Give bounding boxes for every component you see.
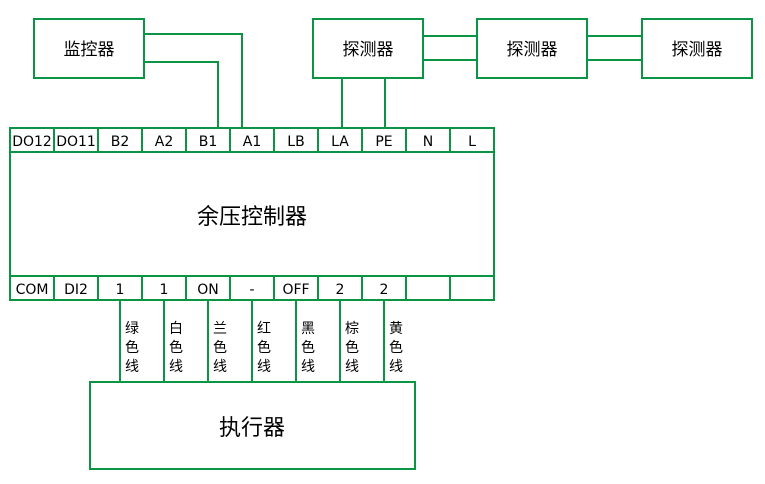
wire-color-text: 白色线 (169, 321, 183, 375)
top-terminal-label: B1 (199, 134, 218, 150)
bottom-terminal-label: 2 (336, 282, 345, 298)
actuator-box (89, 381, 416, 470)
wire-color-text: 兰色线 (213, 321, 227, 375)
wire-color-label: 棕色线 (345, 321, 359, 375)
detector-1-box (312, 18, 424, 79)
wire-color-label: 黄色线 (389, 320, 403, 375)
wire-color-text: 红色线 (257, 321, 271, 375)
detector-3-label: 探测器 (672, 40, 723, 60)
bottom-terminal-label: COM (16, 282, 49, 298)
top-terminal-label: A1 (243, 134, 261, 150)
actuator-device: 执行器 (89, 381, 416, 470)
actuator-wires: 绿色线 白色线 兰色线 红色线 黑色线 棕色线 黄色线 (119, 300, 403, 382)
bottom-terminal-label: 2 (380, 282, 389, 298)
top-terminal-label: B2 (111, 134, 130, 150)
monitor-label: 监控器 (64, 40, 115, 60)
wire-color-label: 黑色线 (301, 321, 315, 375)
top-terminal-label: L (468, 134, 476, 150)
wire-monitor-a1 (144, 33, 243, 128)
bottom-terminal-row: COM DI2 1 1 ON - OFF 2 2 (16, 276, 451, 300)
top-terminal-label: PE (375, 134, 392, 150)
detector-1: 探测器 (312, 18, 424, 79)
bottom-terminal-label: 1 (116, 282, 125, 298)
bottom-terminal-label: DI2 (64, 282, 88, 298)
detector-2-label: 探测器 (507, 40, 558, 60)
wire-monitor-b1 (144, 61, 219, 128)
top-terminal-label: LB (287, 134, 304, 150)
bottom-terminal-label: ON (197, 282, 219, 298)
detector-2-box (476, 18, 588, 79)
controller-label: 余压控制器 (197, 205, 307, 230)
bottom-terminal-label: - (249, 282, 254, 298)
detector-2: 探测器 (476, 18, 588, 79)
bottom-terminal-label: 1 (160, 282, 169, 298)
wire-color-text: 黄色线 (389, 320, 403, 375)
top-terminal-label: DO12 (12, 134, 52, 150)
top-terminal-label: N (423, 134, 433, 150)
wire-color-label: 绿色线 (125, 321, 139, 375)
detector-1-label: 探测器 (343, 40, 394, 60)
bottom-terminal-label: OFF (282, 282, 309, 298)
top-terminal-label: DO11 (56, 134, 96, 150)
detector-3: 探测器 (641, 18, 753, 79)
wire-color-label: 红色线 (257, 321, 271, 375)
wire-color-text: 绿色线 (125, 321, 139, 375)
monitor-device: 监控器 (33, 18, 145, 79)
wire-color-label: 白色线 (169, 321, 183, 375)
actuator-label: 执行器 (219, 416, 285, 441)
top-terminal-label: A2 (155, 134, 173, 150)
wire-color-text: 棕色线 (345, 321, 359, 375)
top-terminal-label: LA (331, 134, 349, 150)
detector-3-box (641, 18, 753, 79)
wire-color-label: 兰色线 (213, 321, 227, 375)
wire-color-text: 黑色线 (301, 321, 315, 375)
controller-box (9, 127, 495, 301)
monitor-box (33, 18, 145, 79)
